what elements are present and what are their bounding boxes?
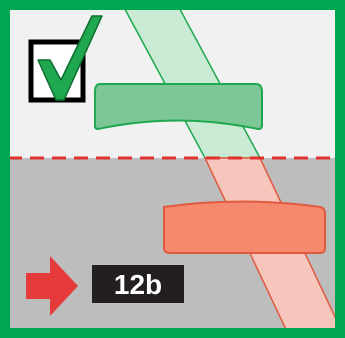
incorrect-clip [164, 202, 325, 254]
step-label: 12b [114, 269, 162, 300]
